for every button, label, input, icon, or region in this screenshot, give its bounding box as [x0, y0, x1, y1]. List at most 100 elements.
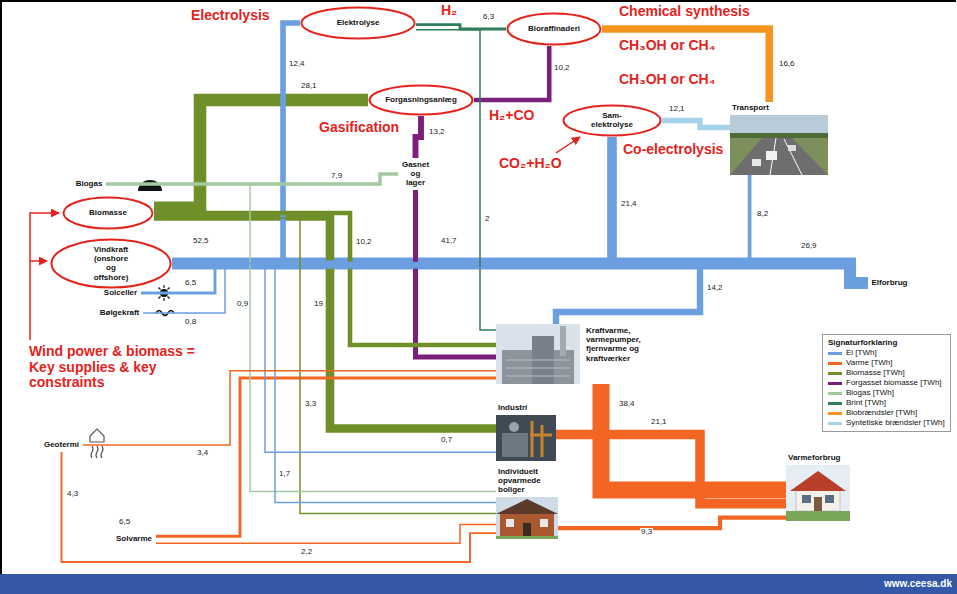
- energy-flow: [143, 268, 868, 313]
- node-text-box: Biomasse: [89, 208, 128, 217]
- process-ellipse: Elektrolyse: [300, 6, 416, 40]
- flow-node: Gasnet og lager: [398, 158, 433, 190]
- node-label: Bølgekraft: [99, 308, 140, 317]
- flow-value: 10,2: [553, 64, 571, 73]
- legend-swatch: [828, 352, 842, 355]
- legend-row: Biobrændsler [TWh]: [828, 408, 945, 418]
- energy-flow: [172, 23, 300, 264]
- legend-text: Syntetiske brændsler [TWh]: [846, 418, 945, 428]
- node-label: Transport: [732, 103, 770, 112]
- node-text-box: Kraftvarme, varmepumper, fjernvarme og k…: [586, 326, 642, 363]
- energy-flow: [154, 100, 368, 208]
- energy-flow: [172, 264, 496, 453]
- legend-swatch: [828, 422, 842, 425]
- process-ellipse: Vindkraft (onshore og offshore): [50, 238, 172, 289]
- flow-value: 21,1: [650, 418, 668, 427]
- energy-flow: [62, 452, 497, 562]
- legend-text: Brint [TWh]: [846, 398, 886, 408]
- flow-value: 21,4: [620, 200, 638, 209]
- legend-box: SignaturforklaringEl [TWh]Varme [TWh]Bio…: [822, 334, 951, 432]
- flow-value: 0,9: [236, 300, 249, 309]
- legend-text: El [TWh]: [846, 348, 877, 358]
- energy-flow: [154, 218, 496, 513]
- node-label: Industri: [498, 403, 529, 412]
- flow-value: 8,2: [756, 210, 769, 219]
- energy-flow: [172, 264, 496, 503]
- legend-row: Syntetiske brændsler [TWh]: [828, 418, 945, 428]
- flow-value: 13,2: [428, 128, 446, 137]
- flow-value: 16,6: [778, 60, 796, 69]
- flow-node: Bølgekraft: [96, 306, 143, 320]
- flow-value: 9,3: [640, 528, 653, 537]
- flow-value: 14,2: [706, 284, 724, 293]
- node-text-box: Sam-elektrolyse: [591, 111, 634, 129]
- process-ellipse: Sam-elektrolyse: [562, 104, 662, 137]
- callout-arrow: [30, 260, 47, 262]
- footer-url: www.ceesa.dk: [884, 578, 952, 589]
- energy-flow: [154, 216, 496, 428]
- node-label: Elektrolyse: [336, 18, 380, 27]
- flow-node: Elforbrug: [868, 276, 911, 290]
- node-text-box: Solvarme: [115, 534, 153, 543]
- node-picture: [496, 497, 558, 539]
- node-picture: [786, 465, 850, 521]
- red-ellipse: [52, 240, 171, 288]
- slide-frame: [1, 1, 956, 574]
- node-label: Elforbrug: [871, 278, 908, 287]
- energy-flow: [556, 434, 786, 503]
- energy-flow: [156, 378, 496, 536]
- energy-flow: [172, 137, 612, 264]
- legend-text: Biobrændsler [TWh]: [846, 408, 917, 418]
- legend-row: El [TWh]: [828, 348, 945, 358]
- energy-flow: [154, 213, 496, 345]
- flow-value: 4,3: [66, 490, 79, 499]
- annotation: Electrolysis: [190, 8, 271, 24]
- annotation: H₂: [440, 3, 458, 19]
- node-text-box: Individuelt opvarmede boliger: [498, 467, 542, 495]
- node-label: Solceller: [103, 288, 138, 297]
- legend-text: Varme [TWh]: [846, 358, 893, 368]
- energy-flow: [172, 264, 700, 325]
- picture-node: Varmeforbrug: [786, 452, 850, 521]
- energy-flow: [416, 25, 506, 29]
- flow-value: 19: [313, 300, 324, 309]
- annotation: Wind power & biomass = Key supplies & ke…: [28, 344, 200, 391]
- flow-value: 12,1: [668, 105, 686, 114]
- red-ellipse: [64, 198, 153, 229]
- flow-value: 52,5: [192, 237, 210, 246]
- callout-arrow: [556, 137, 580, 153]
- red-ellipse: [370, 86, 473, 115]
- red-ellipse: [508, 14, 601, 45]
- legend-row: Varme [TWh]: [828, 358, 945, 368]
- process-ellipse: Bioraffinaderi: [506, 12, 602, 46]
- picture-node: Individuelt opvarmede boliger: [496, 466, 558, 539]
- flow-value: 0,8: [184, 318, 197, 327]
- annotation: CH₃OH or CH₄: [618, 72, 716, 88]
- energy-flow: [474, 46, 549, 100]
- energy-flow: [416, 116, 422, 158]
- node-text-box: Solceller: [103, 288, 138, 297]
- legend-text: Biomasse [TWh]: [846, 368, 905, 378]
- energy-flow: [416, 30, 496, 330]
- red-ellipse: [564, 106, 661, 136]
- energy-flow: [416, 190, 497, 357]
- node-picture: [496, 324, 580, 384]
- geothermal-icon: [90, 429, 104, 458]
- node-label: Sam-elektrolyse: [591, 111, 634, 129]
- annotation: CH₃OH or CH₄: [618, 38, 716, 54]
- legend-text: Biogas [TWh]: [846, 388, 894, 398]
- node-text-box: Geotermi: [43, 440, 80, 449]
- flow-node: Biogas: [72, 177, 106, 191]
- flow-value: 28,1: [300, 82, 318, 91]
- flow-value: 0,7: [440, 436, 453, 445]
- red-ellipse: [302, 8, 415, 39]
- legend-row: Biomasse [TWh]: [828, 368, 945, 378]
- energy-flow: [106, 174, 398, 184]
- node-text-box: Elforbrug: [871, 278, 908, 287]
- legend-swatch: [828, 382, 842, 385]
- energy-flow: [172, 175, 750, 264]
- node-text-box: Industri: [498, 403, 529, 412]
- flow-value: 26,9: [800, 242, 818, 251]
- energy-flow: [662, 121, 730, 128]
